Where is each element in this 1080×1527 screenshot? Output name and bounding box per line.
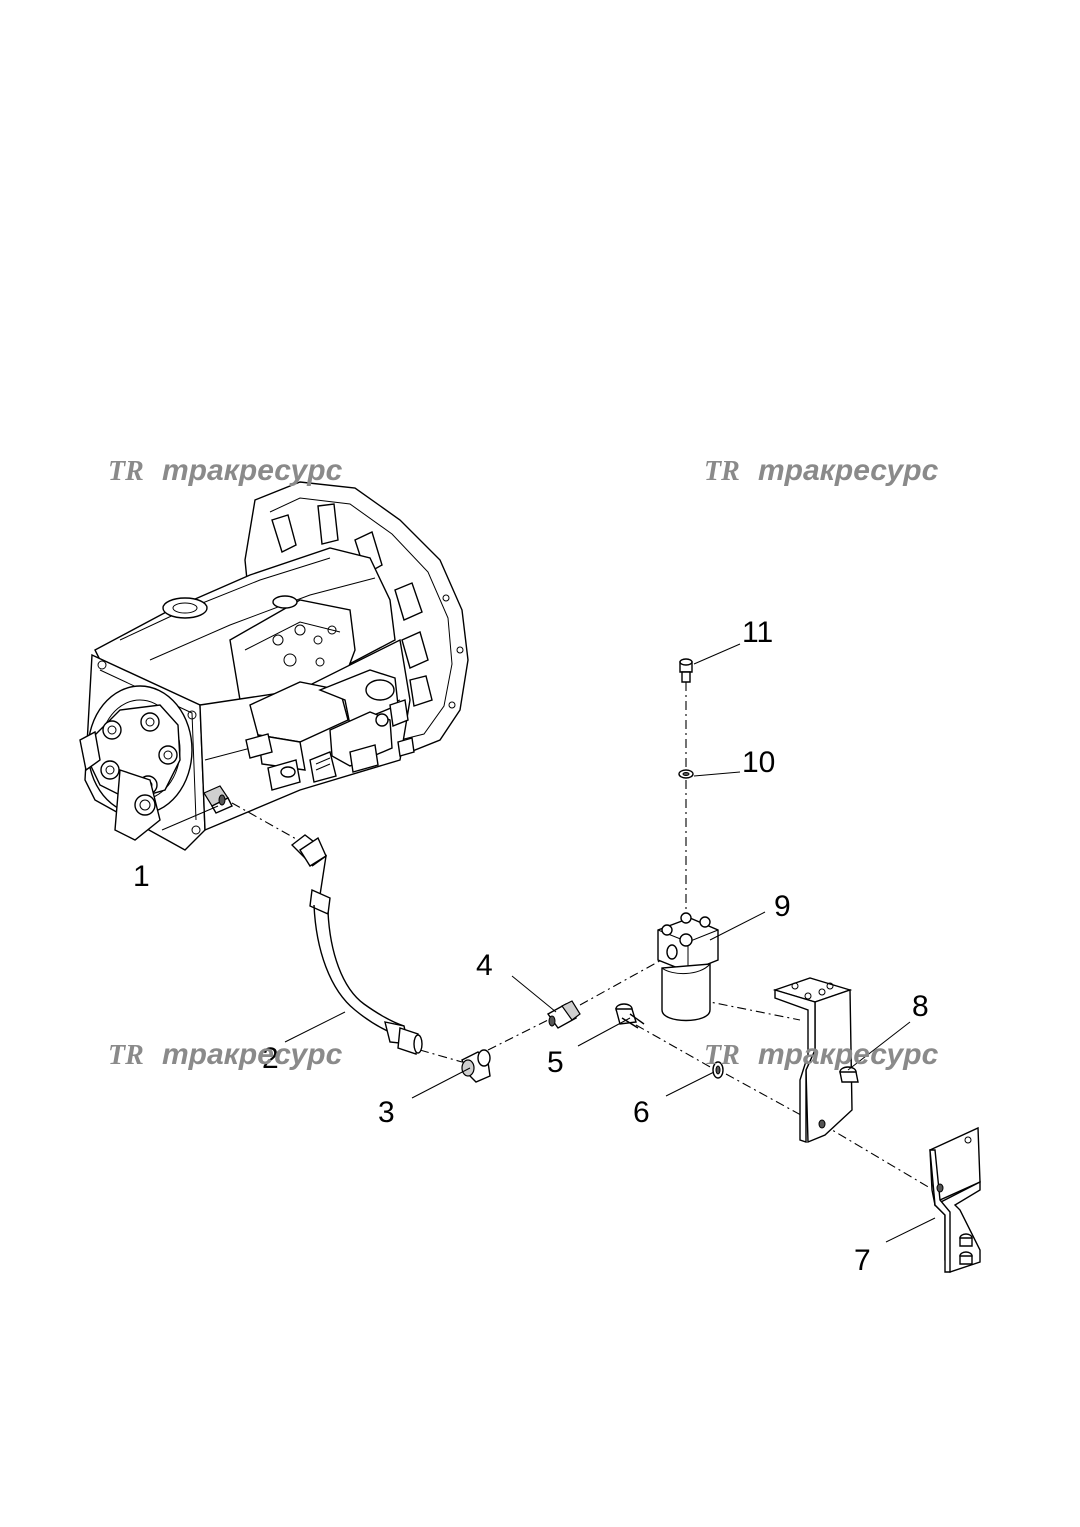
hydraulic-pump-assembly [79, 481, 469, 851]
callout-5: 5 [547, 1046, 564, 1079]
callout-9: 9 [774, 890, 791, 923]
watermark-top-left: TR тракресурс [108, 454, 343, 487]
leader-lines [161, 643, 936, 1243]
watermark-top-right: TR тракресурс [704, 454, 939, 487]
watermark-brand: тракресурс [758, 454, 939, 487]
callout-8: 8 [912, 990, 929, 1023]
washer-10 [678, 769, 694, 779]
bolt-5 [615, 1003, 645, 1029]
callout-11: 11 [742, 616, 773, 649]
bolt-11 [679, 658, 693, 683]
hose-2 [290, 834, 423, 1055]
fitting-1 [203, 785, 233, 814]
filter-9 [657, 912, 719, 1022]
watermark-logo-icon: TR [108, 1040, 144, 1071]
washer-6 [712, 1061, 724, 1079]
elbow-fitting-3 [461, 1049, 491, 1083]
callout-labels: 1 2 3 4 5 6 7 8 9 10 11 [133, 616, 929, 1277]
callout-4: 4 [476, 949, 493, 982]
assembly-lines [231, 682, 931, 1189]
watermark-bottom-right: TR тракресурс [704, 1038, 939, 1071]
watermark-logo-icon: TR [108, 456, 144, 487]
watermark-logo-icon: TR [704, 456, 740, 487]
watermark-bottom-left: TR тракресурс [108, 1038, 343, 1071]
callout-7: 7 [854, 1244, 871, 1277]
callout-6: 6 [633, 1096, 650, 1129]
callout-2: 2 [262, 1042, 279, 1075]
bracket-8 [772, 977, 859, 1144]
watermark-brand: тракресурс [162, 454, 343, 487]
watermark-brand: тракресурс [758, 1038, 939, 1071]
callout-1: 1 [133, 860, 150, 893]
adapter-4 [546, 1000, 581, 1029]
bracket-7 [929, 1126, 981, 1273]
callout-10: 10 [742, 746, 775, 779]
callout-3: 3 [378, 1096, 395, 1129]
watermark-brand: тракресурс [162, 1038, 343, 1071]
watermark-logo-icon: TR [704, 1040, 740, 1071]
